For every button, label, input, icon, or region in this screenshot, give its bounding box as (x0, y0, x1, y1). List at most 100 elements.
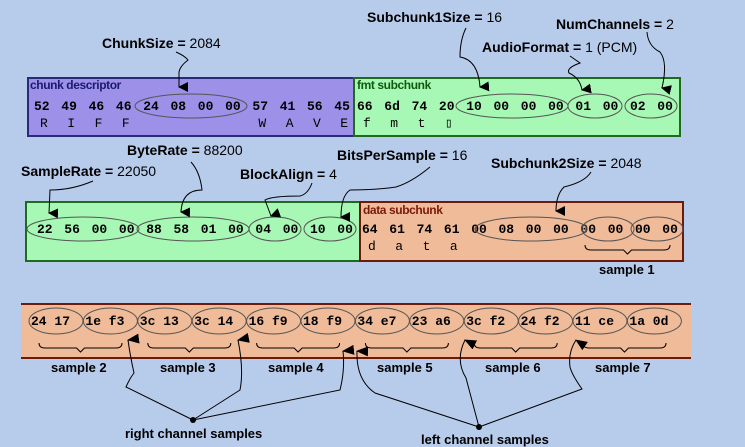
sample1-right-ellipse (630, 216, 684, 242)
chunk-size-value: 2084 (189, 35, 221, 51)
hex-byte: 22 (37, 222, 53, 237)
sample-rate-name: SampleRate (21, 163, 102, 179)
hex-byte: 46 (88, 99, 105, 114)
subchunk1-size-value: 16 (486, 9, 503, 25)
data-subchunk-title: data subchunk (363, 203, 443, 217)
right-channel-dot (190, 417, 196, 423)
chunk-size-arrow (175, 51, 189, 92)
bits-per-sample-arrow (340, 166, 431, 223)
hex-byte: 00 (282, 222, 299, 237)
chunk-size-label: ChunkSize = 2084 (102, 35, 221, 51)
hex-byte: 45 (334, 99, 350, 114)
block-align-arrow (264, 182, 313, 218)
sample1-left-ellipse (581, 216, 635, 242)
sample-pair: 16 f9 (248, 314, 288, 329)
num-channels-eq: = (650, 16, 667, 32)
sample-pair: 24 17 (31, 314, 71, 329)
hex-byte: 58 (173, 222, 190, 237)
ascii-char: R (40, 116, 48, 131)
sample-pair: 3c f2 (466, 314, 506, 329)
ascii-char: d (368, 239, 376, 254)
byte-rate-name: ByteRate (127, 142, 188, 158)
chunk-descriptor-box (27, 77, 355, 137)
sample-brace (256, 342, 341, 353)
sample-pair-ellipse (518, 307, 574, 335)
ascii-char: I (67, 116, 76, 131)
bits-per-sample-name: BitsPerSample (337, 147, 436, 163)
hex-byte: 00 (662, 222, 678, 237)
right-channel-arrow (192, 344, 355, 421)
byte-rate-value: 88200 (203, 142, 243, 158)
sample-pair: 34 e7 (357, 314, 397, 329)
subchunk2-size-ellipse (474, 216, 588, 242)
chunk-size-ellipse (134, 93, 248, 119)
hex-byte: 00 (657, 99, 673, 114)
bits-per-sample-ellipse (303, 216, 357, 242)
byte-rate-label: ByteRate = 88200 (127, 142, 243, 158)
hex-byte: 00 (548, 99, 564, 114)
sample-pair: 23 a6 (411, 314, 451, 329)
label-arrows (48, 27, 672, 428)
ascii-char: ▯ (444, 116, 453, 131)
ascii-char: E (340, 116, 349, 131)
fmt-subchunk-title: fmt subchunk (357, 78, 431, 92)
hex-byte: 00 (91, 222, 108, 237)
sample-rate-value: 22050 (117, 163, 157, 179)
block-align-name: BlockAlign (240, 166, 314, 182)
audio-format-label: AudioFormat = 1 (PCM) (482, 39, 637, 55)
hex-byte: 00 (602, 99, 619, 114)
sample-brace (364, 342, 449, 353)
hex-byte: 00 (607, 222, 624, 237)
audio-format-arrow (568, 55, 592, 94)
ascii-char: a (395, 239, 404, 254)
sample-brace (147, 342, 232, 353)
audio-format-value: 1 (PCM) (585, 39, 638, 55)
sample-label: sample 6 (485, 360, 541, 375)
hex-byte: 56 (64, 222, 80, 237)
sample-pair: 11 ce (575, 314, 615, 329)
subchunk1-size-label: Subchunk1Size = 16 (367, 9, 502, 25)
hex-byte: 20 (438, 99, 455, 114)
hex-byte: 00 (471, 222, 487, 237)
hex-byte: 00 (520, 99, 537, 114)
sample-pair-ellipse (626, 307, 682, 335)
sample-pair-ellipse (246, 307, 302, 335)
subchunk2-size-name: Subchunk2Size (491, 155, 595, 171)
bits-per-sample-label: BitsPerSample = 16 (337, 147, 467, 163)
hex-byte: 08 (498, 222, 515, 237)
hex-byte: 74 (411, 99, 428, 114)
audio-format-ellipse (567, 93, 623, 119)
sample-pair-ellipse (28, 307, 84, 335)
sample-label: sample 5 (377, 360, 433, 375)
subchunk1-size-arrow (459, 27, 490, 92)
sample-1-label: sample 1 (599, 262, 655, 277)
block-align-value: 4 (329, 166, 337, 182)
hex-byte: 41 (279, 99, 296, 114)
sample-rate-ellipse (26, 216, 140, 242)
ascii-char: m (390, 116, 399, 131)
sample-brace (38, 342, 123, 353)
left-channel-label: left channel samples (421, 432, 549, 447)
chunk-size-name: ChunkSize (102, 35, 174, 51)
byte-rate-arrow (180, 161, 203, 218)
sample-label: sample 2 (51, 360, 107, 375)
left-channel-arrow (478, 339, 588, 428)
sample-pair-ellipse (354, 307, 410, 335)
hex-byte: 00 (525, 222, 542, 237)
ascii-char: t (422, 239, 431, 254)
chunk-size-eq: = (173, 35, 190, 51)
sample-pair-ellipse (409, 307, 465, 335)
num-channels-arrow (646, 31, 672, 95)
ascii-char: t (417, 116, 426, 131)
byte-rate-ellipse (136, 216, 250, 242)
num-channels-label: NumChannels = 2 (556, 16, 674, 32)
sample-pair-ellipse (300, 307, 356, 335)
hex-byte: 57 (252, 99, 268, 114)
audio-format-eq: = (569, 39, 586, 55)
hex-byte: 00 (553, 222, 569, 237)
hex-byte: 00 (493, 99, 510, 114)
sample-pair-ellipse (137, 307, 193, 335)
sample-pair-ellipse (191, 307, 247, 335)
hex-byte: 52 (34, 99, 50, 114)
